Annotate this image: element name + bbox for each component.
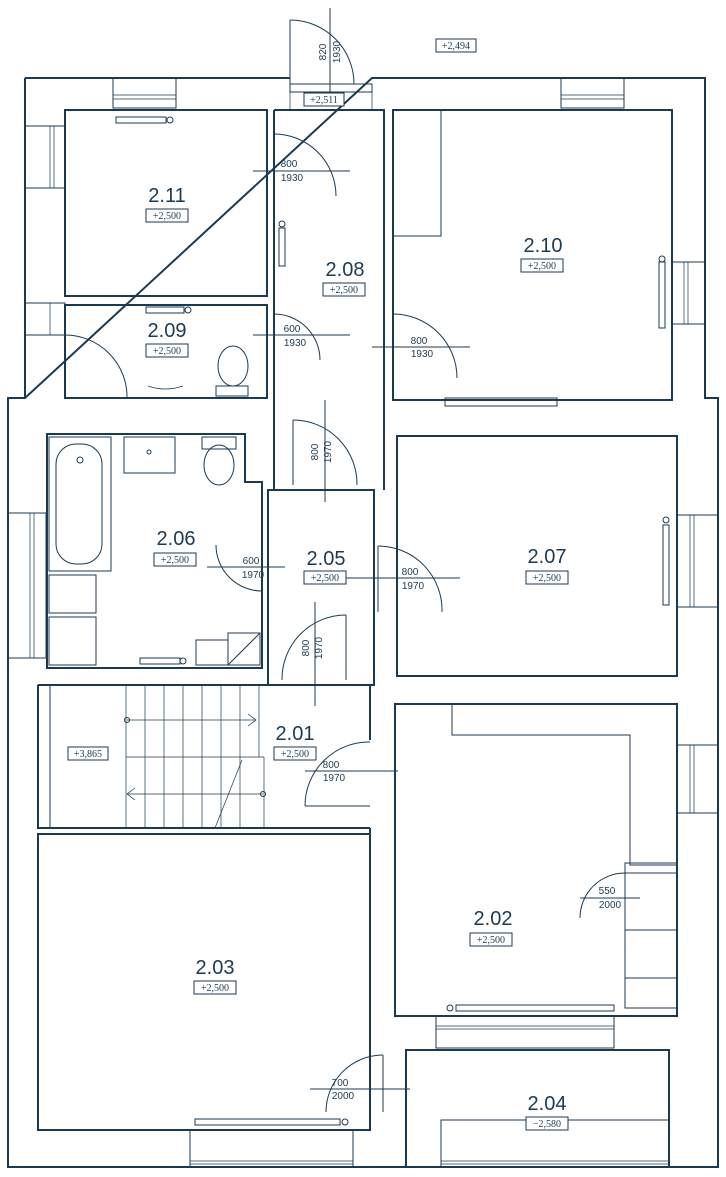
door-2-01-top-height: 1970	[314, 636, 325, 659]
door-2-10: 800 1930	[372, 313, 470, 379]
room-2-06-level: +2,500	[161, 555, 189, 566]
door-2-05-top-width: 800	[310, 443, 321, 460]
door-2-02: 550 2000	[579, 872, 640, 919]
room-2-11-number: 2.11	[148, 185, 185, 207]
door-2-06: 600 1970	[207, 544, 285, 592]
door-2-03-width: 700	[332, 1078, 349, 1089]
room-2-10-number: 2.10	[524, 235, 563, 257]
room-2-02-level: +2,500	[477, 935, 505, 946]
entry-door: 820 1930	[289, 8, 373, 110]
door-2-09: 600 1930	[253, 313, 350, 361]
room-2-01-level: +2,500	[281, 749, 309, 760]
room-2-09-level: +2,500	[153, 346, 181, 357]
room-2-09: 2.09 +2,500	[64, 304, 268, 399]
room-2-05-number: 2.05	[307, 548, 346, 570]
door-2-11: 800 1930	[253, 133, 350, 197]
door-2-02-height: 2000	[599, 900, 622, 911]
room-2-02: 2.02 +2,500	[394, 703, 678, 1017]
room-2-04: 2.04 −2,580	[405, 1049, 670, 1168]
room-2-06-number: 2.06	[157, 528, 196, 550]
room-2-07-number: 2.07	[528, 546, 567, 568]
level-outside: +2,494	[435, 38, 477, 53]
door-2-11-height: 1930	[281, 173, 304, 184]
room-2-08-number: 2.08	[326, 259, 365, 281]
room-2-03: 2.03 +2,500	[37, 833, 371, 1131]
level-entry: +2,511	[303, 92, 345, 107]
room-2-06: 2.06 +2,500	[46, 433, 263, 669]
room-2-01-number: 2.01	[276, 723, 315, 745]
room-2-11-level: +2,500	[153, 211, 181, 222]
level-stair-value: +3,865	[74, 749, 102, 760]
door-2-03-height: 2000	[332, 1091, 355, 1102]
entry-door-width: 820	[318, 43, 329, 60]
door-2-07-width: 800	[402, 567, 419, 578]
room-2-11: 2.11 +2,500	[64, 109, 268, 297]
room-2-07: 2.07 +2,500	[396, 435, 678, 677]
door-2-07-height: 1970	[402, 581, 425, 592]
room-2-04-level: −2,580	[533, 1119, 561, 1130]
door-2-07: 800 1970	[346, 545, 460, 613]
outer-walls	[7, 77, 719, 1168]
room-2-10: 2.10 +2,500	[392, 109, 673, 407]
room-2-07-level: +2,500	[533, 573, 561, 584]
door-2-06-height: 1970	[242, 570, 265, 581]
door-2-01: 800 1970	[304, 741, 398, 807]
level-outside-value: +2,494	[442, 41, 470, 52]
door-2-09-height: 1930	[284, 338, 307, 349]
door-2-01-top: 800 1970	[281, 602, 347, 706]
door-2-06-width: 600	[243, 556, 260, 567]
door-2-01-width: 800	[323, 760, 340, 771]
room-2-08: 2.08 +2,500	[273, 109, 385, 490]
level-entry-value: +2,511	[310, 95, 338, 106]
door-2-11-width: 800	[281, 159, 298, 170]
room-2-04-number: 2.04	[528, 1093, 567, 1115]
room-2-05-level: +2,500	[311, 573, 339, 584]
door-2-01-top-width: 800	[301, 639, 312, 656]
door-2-05-top: 800 1970	[292, 400, 358, 502]
door-2-02-width: 550	[599, 886, 616, 897]
door-2-10-width: 800	[411, 336, 428, 347]
room-2-03-level: +2,500	[201, 983, 229, 994]
room-2-10-level: +2,500	[528, 261, 556, 272]
room-2-09-number: 2.09	[148, 320, 187, 342]
room-2-03-number: 2.03	[196, 957, 235, 979]
room-2-08-level: +2,500	[330, 285, 358, 296]
room-2-02-number: 2.02	[474, 908, 513, 930]
room-2-05: 2.05 +2,500	[267, 489, 375, 686]
door-2-01-height: 1970	[323, 773, 346, 784]
entry-door-height: 1930	[332, 40, 343, 63]
door-2-09-width: 600	[284, 324, 301, 335]
door-2-10-height: 1930	[411, 349, 434, 360]
door-2-03: 700 2000	[310, 1054, 410, 1113]
door-2-05-top-height: 1970	[323, 440, 334, 463]
